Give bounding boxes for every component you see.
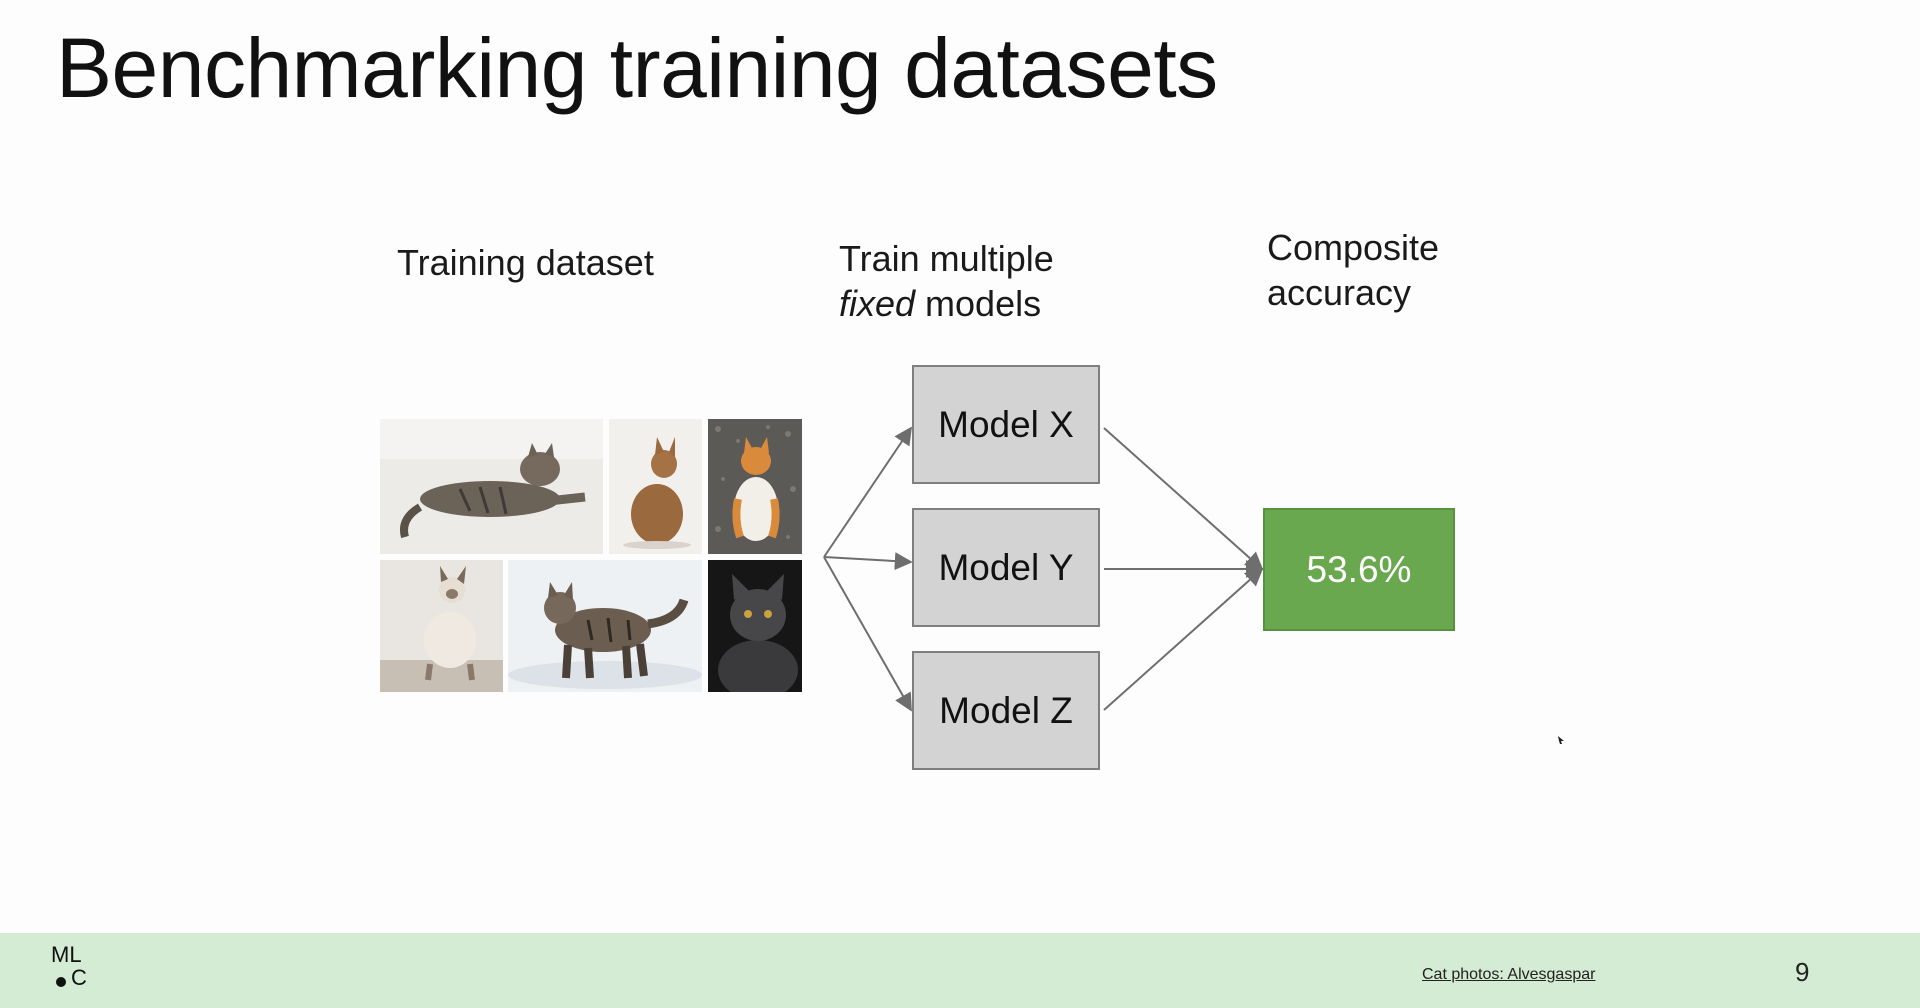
composite-accuracy-label: Composite accuracy bbox=[1267, 225, 1439, 315]
train-models-label: Train multiple fixed models bbox=[839, 236, 1054, 326]
logo-line1: ML bbox=[51, 942, 82, 967]
model-y-box: Model Y bbox=[912, 508, 1100, 627]
cat-photo-collage bbox=[380, 419, 802, 692]
logo-dot-icon bbox=[56, 977, 66, 987]
train-label-italic: fixed bbox=[839, 283, 916, 324]
arrow-x-to-result bbox=[1103, 427, 1264, 571]
train-label-line1: Train multiple bbox=[839, 238, 1054, 279]
photo-tabby-cat-in-snow bbox=[508, 560, 702, 692]
model-x-box: Model X bbox=[912, 365, 1100, 484]
arrow-z-to-result bbox=[1103, 567, 1264, 711]
model-z-box: Model Z bbox=[912, 651, 1100, 770]
composite-accuracy-box: 53.6% bbox=[1263, 508, 1455, 631]
arrow-to-model-z bbox=[823, 556, 912, 712]
slide-footer: ML C Cat photos: Alvesgaspar 9 bbox=[0, 933, 1920, 1008]
photo-credit-link[interactable]: Cat photos: Alvesgaspar bbox=[1422, 966, 1596, 983]
photo-orange-white-cat-sitting bbox=[708, 419, 802, 554]
photo-grey-cat-portrait bbox=[708, 560, 802, 692]
photo-siamese-cat-sitting bbox=[380, 560, 503, 692]
logo-line2: C bbox=[71, 965, 87, 990]
arrow-to-model-x bbox=[823, 426, 913, 558]
train-label-rest: models bbox=[915, 283, 1042, 324]
page-number: 9 bbox=[1795, 957, 1810, 987]
photo-abyssinian-cat-sitting bbox=[609, 419, 702, 554]
slide-title: Benchmarking training datasets bbox=[56, 21, 1218, 115]
arrow-to-model-y bbox=[823, 552, 913, 571]
mlc-logo: ML C bbox=[51, 943, 95, 993]
mouse-cursor-icon bbox=[1558, 736, 1564, 744]
photo-tabby-cat-lying bbox=[380, 419, 603, 554]
training-dataset-label: Training dataset bbox=[397, 242, 654, 283]
composite-label-line1: Composite bbox=[1267, 227, 1440, 268]
composite-label-line2: accuracy bbox=[1267, 272, 1412, 313]
